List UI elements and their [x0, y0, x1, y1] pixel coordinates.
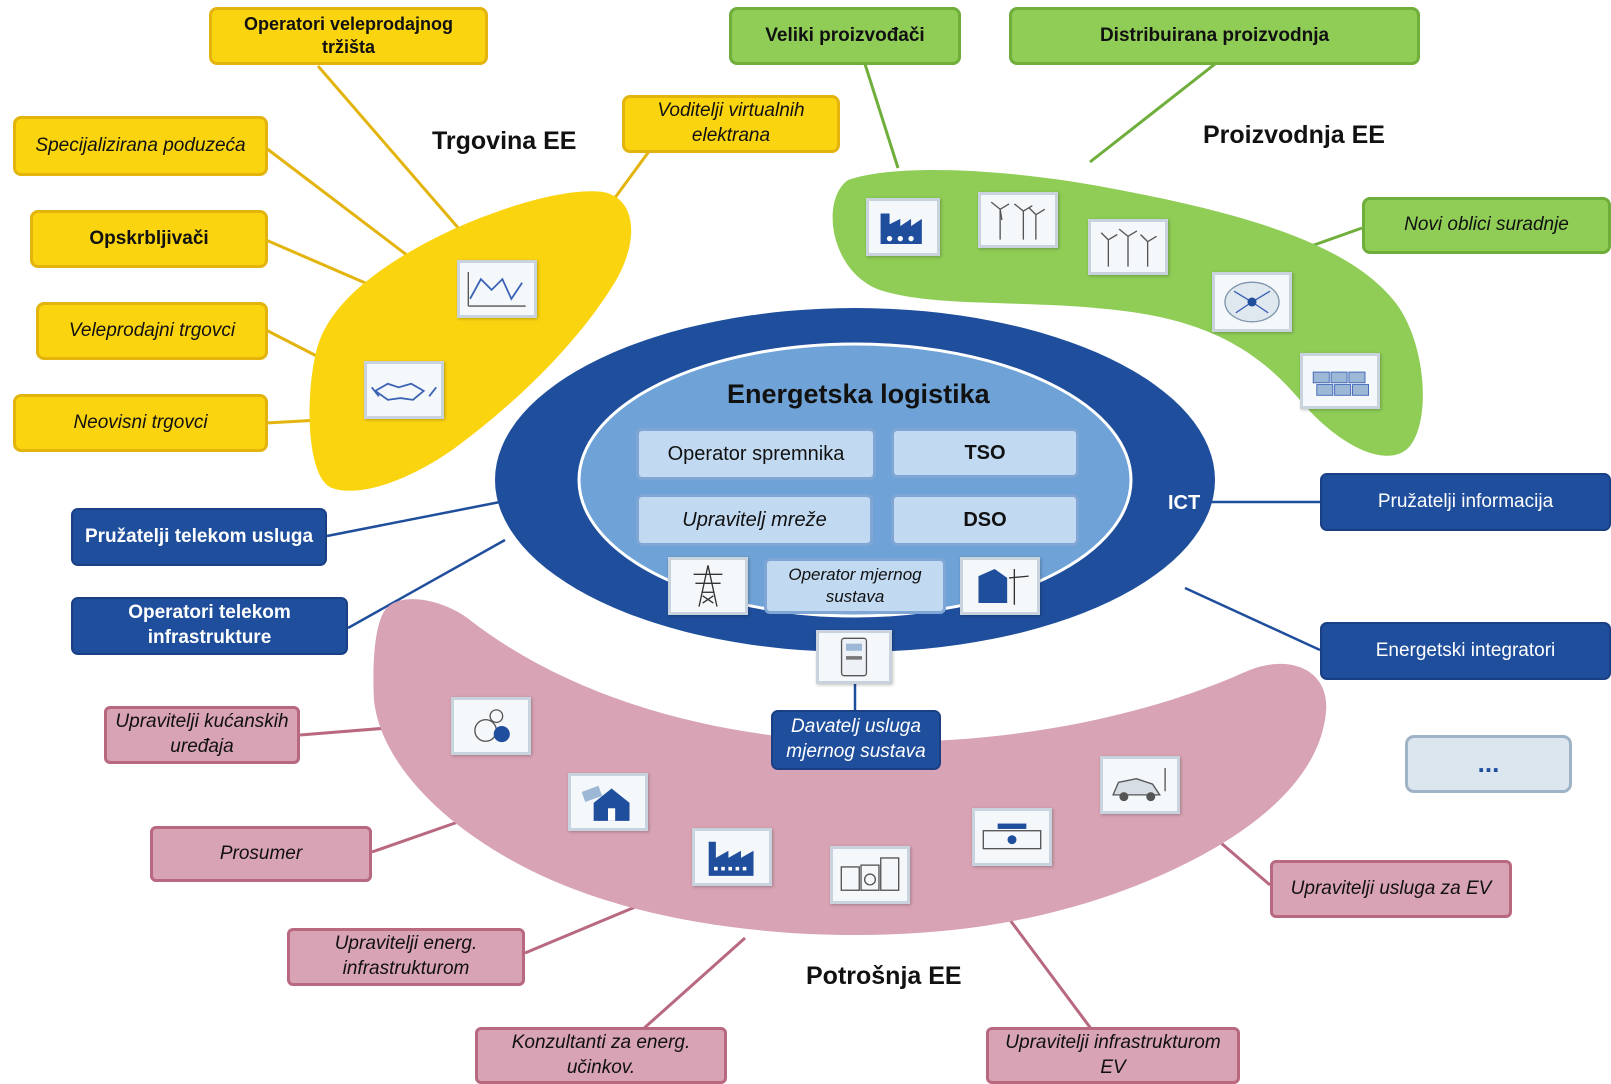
new-cooperation-box: Novi oblici suradnje: [1362, 197, 1611, 254]
solar-panel-icon: [1300, 353, 1380, 409]
appliances-icon: [451, 697, 531, 755]
consumption-title: Potrošnja EE: [806, 962, 962, 990]
network-manager-box: Upravitelj mreže: [636, 494, 873, 546]
trade-connectors: [265, 65, 652, 425]
trade-title: Trgovina EE: [432, 127, 577, 155]
distributed-production-box: Distribuirana proizvodnja: [1009, 7, 1420, 65]
telecom-infrastructure-box: Operatori telekom infrastrukture: [71, 597, 348, 655]
consultants-box: Konzultanti za energ. učinkov.: [475, 1027, 727, 1084]
telecom-connectors: [326, 500, 1321, 712]
production-title: Proizvodnja EE: [1203, 121, 1385, 149]
wholesale-traders-box: Veleprodajni trgovci: [36, 302, 268, 360]
ev-infra-box: Upravitelji infrastrukturom EV: [986, 1027, 1240, 1084]
pylon-icon: [668, 557, 748, 615]
meter-icon: [960, 557, 1040, 615]
appliance-managers-box: Upravitelji kućanskih uređaja: [104, 706, 300, 764]
factory-icon: [866, 198, 940, 256]
telecom-services-box: Pružatelji telekom usluga: [71, 508, 327, 566]
chart-icon: [457, 260, 537, 318]
wind-turbine-icon: [1088, 219, 1168, 275]
appliances-icon: [830, 846, 910, 904]
metering-service-box: Davatelj usluga mjernog sustava: [771, 710, 941, 770]
charging-station-icon: [1100, 756, 1180, 814]
core-ellipse: [577, 342, 1133, 618]
storage-operator-box: Operator spremnika: [636, 428, 876, 480]
appliances-icon: [972, 808, 1052, 866]
large-producers-box: Veliki proizvođači: [729, 7, 961, 65]
info-providers-box: Pružatelji informacija: [1320, 473, 1611, 531]
factory-icon: [692, 828, 772, 886]
handshake-icon: [364, 361, 444, 419]
prosumer-box: Prosumer: [150, 826, 372, 882]
wholesale-operators-box: Operatori veleprodajnog tržišta: [209, 7, 488, 65]
specialized-companies-box: Specijalizirana poduzeća: [13, 116, 268, 176]
ict-label: ICT: [1168, 492, 1201, 514]
virtual-plants-box: Voditelji virtualnih elektrana: [622, 95, 840, 153]
energy-infra-box: Upravitelji energ. infrastrukturom: [287, 928, 525, 986]
meter-icon: [816, 630, 892, 684]
dso-box: DSO: [891, 494, 1079, 546]
independent-traders-box: Neovisni trgovci: [13, 394, 268, 452]
network-icon: [1212, 272, 1292, 332]
metering-operator-box: Operator mjernog sustava: [764, 558, 946, 614]
ev-services-box: Upravitelji usluga za EV: [1270, 860, 1512, 918]
energy-integrators-box: Energetski integratori: [1320, 622, 1611, 680]
tso-box: TSO: [891, 428, 1079, 478]
house-icon: [568, 773, 648, 831]
wind-turbine-icon: [978, 192, 1058, 248]
suppliers-box: Opskrbljivači: [30, 210, 268, 268]
more-box: ...: [1405, 735, 1572, 793]
center-title: Energetska logistika: [727, 379, 990, 409]
